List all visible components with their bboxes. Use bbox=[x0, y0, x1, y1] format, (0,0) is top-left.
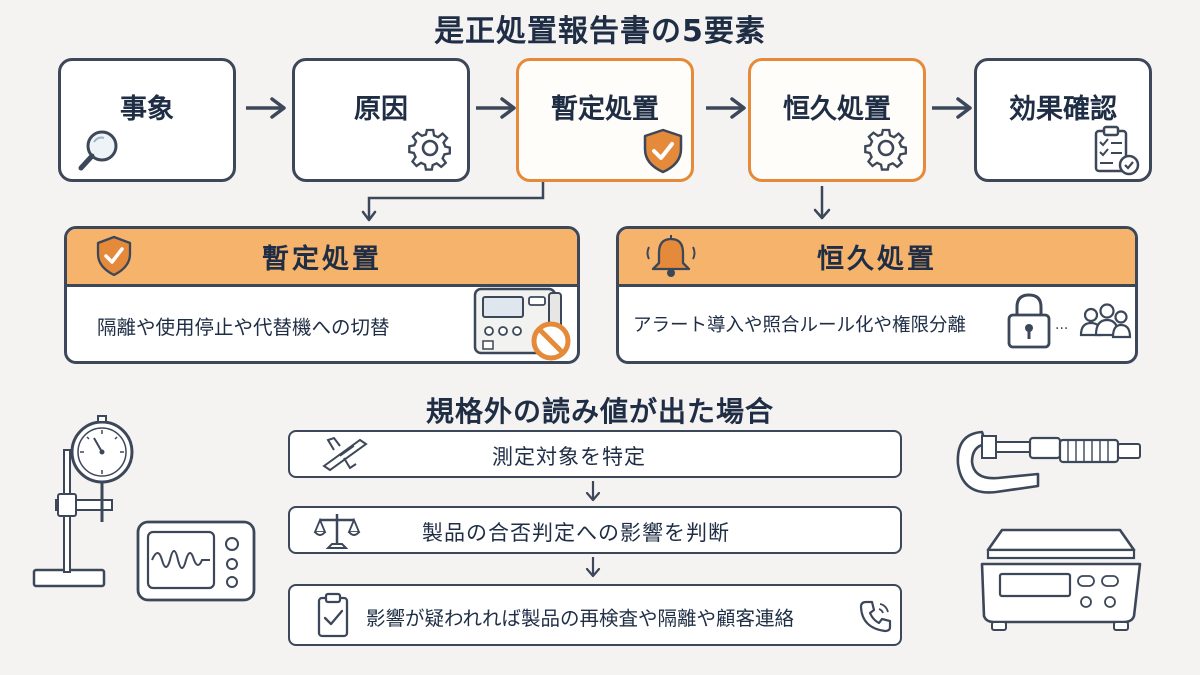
flow-step-text: 測定対象を特定 bbox=[492, 445, 646, 469]
step-permanent-action[interactable]: 恒久処置 bbox=[748, 58, 926, 182]
magnifier-icon bbox=[78, 130, 118, 171]
temporary-action-detail: 暫定処置 隔離や使用停止や代替機への切替 bbox=[64, 226, 580, 364]
detail-text: アラート導入や照合ルール化や権限分離 bbox=[633, 315, 967, 336]
gear-icon bbox=[408, 128, 451, 171]
shield-check-icon bbox=[643, 128, 683, 174]
clipboard-icon bbox=[317, 592, 349, 638]
checklist-icon bbox=[1094, 125, 1140, 176]
connector-arrow-icon bbox=[813, 186, 831, 220]
caliper-icon bbox=[322, 436, 368, 472]
flow-step-text: 影響が疑われれば製品の再検査や隔離や顧客連絡 bbox=[366, 607, 795, 630]
detail-title: 暫定処置 bbox=[262, 244, 382, 275]
oscilloscope-icon bbox=[136, 520, 256, 602]
scale-icon bbox=[313, 514, 361, 549]
phone-icon bbox=[859, 600, 892, 633]
svg-text:···: ··· bbox=[1055, 321, 1068, 337]
step-effect-check[interactable]: 効果確認 bbox=[974, 58, 1152, 182]
detail-text: 隔離や使用停止や代替機への切替 bbox=[97, 316, 390, 339]
step-label: 事象 bbox=[120, 94, 174, 125]
step-incident[interactable]: 事象 bbox=[58, 58, 236, 182]
permanent-action-detail: 恒久処置 アラート導入や照合ルール化や権限分離 ··· bbox=[616, 226, 1138, 364]
detail-header: 暫定処置 bbox=[67, 229, 577, 287]
arrow-right-icon bbox=[246, 97, 286, 119]
digital-scale-icon bbox=[980, 528, 1142, 631]
arrow-right-icon bbox=[706, 97, 746, 119]
flow-step: 製品の合否判定への影響を判断 bbox=[288, 506, 902, 554]
arrow-right-icon bbox=[476, 97, 516, 119]
section-subtitle: 規格外の読み値が出た場合 bbox=[425, 395, 774, 428]
flow-step: 測定対象を特定 bbox=[288, 430, 902, 478]
dial-gauge-stand-icon bbox=[32, 415, 134, 588]
micrometer-icon bbox=[956, 430, 1141, 494]
step-cause[interactable]: 原因 bbox=[292, 58, 470, 182]
step-label: 原因 bbox=[354, 94, 408, 125]
page-title: 是正処置報告書の5要素 bbox=[434, 14, 766, 49]
connector-arrow-icon bbox=[361, 182, 545, 222]
gear-icon bbox=[864, 128, 907, 171]
flow-step: 影響が疑われれば製品の再検査や隔離や顧客連絡 bbox=[288, 584, 902, 646]
blocked-instrument-icon bbox=[473, 287, 571, 361]
lock-users-icon: ··· bbox=[1007, 293, 1132, 349]
detail-title: 恒久処置 bbox=[817, 244, 937, 275]
bell-icon bbox=[646, 235, 696, 277]
arrow-down-icon bbox=[585, 481, 601, 502]
flow-step-text: 製品の合否判定への影響を判断 bbox=[422, 521, 730, 545]
step-temporary-action[interactable]: 暫定処置 bbox=[516, 58, 694, 182]
detail-header: 恒久処置 bbox=[619, 229, 1135, 287]
step-label: 効果確認 bbox=[1009, 94, 1117, 125]
arrow-down-icon bbox=[585, 557, 601, 578]
step-label: 恒久処置 bbox=[783, 94, 891, 125]
shield-check-icon bbox=[96, 235, 132, 277]
step-label: 暫定処置 bbox=[551, 94, 659, 125]
arrow-right-icon bbox=[932, 97, 972, 119]
